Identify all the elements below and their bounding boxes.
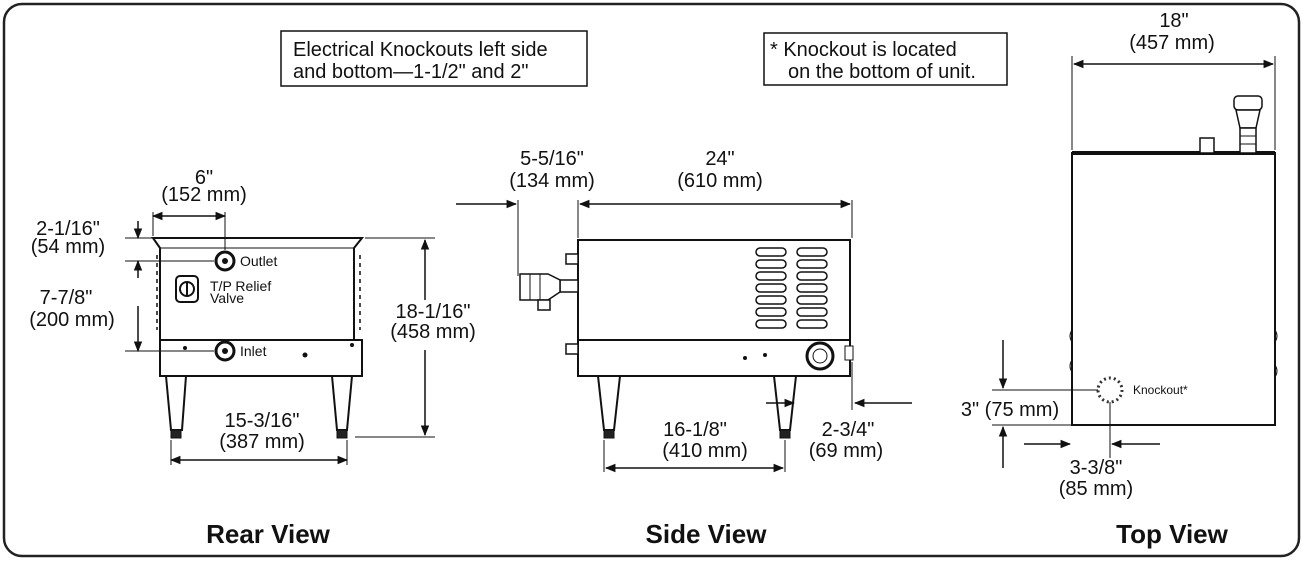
rear-spacing-mm: (200 mm) bbox=[29, 309, 115, 331]
side-length-in: 24" bbox=[705, 148, 734, 170]
side-rear-foot bbox=[779, 429, 791, 439]
knockouts-note: Electrical Knockouts left side and botto… bbox=[280, 30, 588, 87]
side-view: 5-5/16" (134 mm) 24" (610 mm) 16-1/8" (4… bbox=[456, 148, 912, 549]
top-width-in: 18" bbox=[1159, 10, 1188, 32]
rear-leg-span-in: 15-3/16" bbox=[225, 410, 300, 432]
side-louvers bbox=[755, 247, 828, 329]
top-knockout-x-in: 3-3/8" bbox=[1070, 457, 1123, 479]
inlet-label: Inlet bbox=[240, 343, 267, 359]
rear-lower-body bbox=[159, 339, 363, 377]
side-inlet-pipe-icon bbox=[565, 343, 579, 355]
side-outlet-pipe-icon bbox=[565, 253, 579, 265]
outlet-label: Outlet bbox=[240, 253, 277, 269]
bottom-knockout-note: * Knockout is located on the bottom of u… bbox=[763, 32, 1008, 86]
rear-view: Outlet T/P Relief Valve Inlet 6" (152 mm… bbox=[29, 167, 476, 549]
rear-spacing-in: 7-7/8" bbox=[40, 287, 93, 309]
bottom-knockout-note-line1: * Knockout is located bbox=[770, 39, 957, 61]
side-relief-valve-icon bbox=[519, 273, 579, 311]
top-width-mm: (457 mm) bbox=[1129, 32, 1215, 54]
knockouts-note-line2: and bottom—1-1/2" and 2" bbox=[293, 61, 528, 83]
side-front-foot bbox=[603, 429, 615, 439]
rear-view-title: Rear View bbox=[206, 519, 331, 549]
rear-height-in: 18-1/16" bbox=[396, 301, 471, 323]
rear-height-mm: (458 mm) bbox=[390, 321, 476, 343]
top-knockout-label: Knockout* bbox=[1133, 383, 1188, 397]
side-leg-span-mm: (410 mm) bbox=[662, 440, 748, 462]
relief-valve-label-1: T/P Relief bbox=[210, 278, 271, 294]
rear-top-offset-mm: (54 mm) bbox=[31, 236, 105, 258]
side-length-mm: (610 mm) bbox=[677, 170, 763, 192]
side-rear-offset-mm: (69 mm) bbox=[809, 440, 883, 462]
rear-left-leg bbox=[164, 375, 188, 431]
top-view-title: Top View bbox=[1116, 519, 1228, 549]
side-rear-offset-in: 2-3/4" bbox=[822, 419, 875, 441]
rear-right-foot bbox=[336, 429, 348, 439]
knockouts-note-box bbox=[280, 30, 588, 87]
top-pipe-icon bbox=[1199, 137, 1215, 154]
side-protrusion-mm: (134 mm) bbox=[509, 170, 595, 192]
top-knockout-x-mm: (85 mm) bbox=[1059, 478, 1133, 500]
bottom-knockout-note-box bbox=[763, 32, 1008, 86]
rear-leg-span-mm: (387 mm) bbox=[219, 431, 305, 453]
side-protrusion-in: 5-5/16" bbox=[520, 148, 584, 170]
relief-valve-label-2: Valve bbox=[210, 290, 244, 306]
rear-left-foot bbox=[170, 429, 182, 439]
top-knockout-icon bbox=[1096, 376, 1124, 404]
rear-width-mm: (152 mm) bbox=[161, 184, 247, 206]
side-view-title: Side View bbox=[646, 519, 768, 549]
rear-top-offset-in: 2-1/16" bbox=[36, 218, 100, 240]
side-leg-span-in: 16-1/8" bbox=[663, 419, 727, 441]
knockouts-note-line1: Electrical Knockouts left side bbox=[293, 39, 548, 61]
top-view: Knockout* 18" (457 mm) 3" (75 mm) 3-3/8"… bbox=[961, 10, 1278, 549]
rear-width-in: 6" bbox=[195, 167, 213, 189]
top-knockout-y: 3" (75 mm) bbox=[961, 399, 1059, 421]
top-relief-valve-icon bbox=[1233, 95, 1263, 154]
bottom-knockout-note-line2: on the bottom of unit. bbox=[788, 61, 976, 83]
